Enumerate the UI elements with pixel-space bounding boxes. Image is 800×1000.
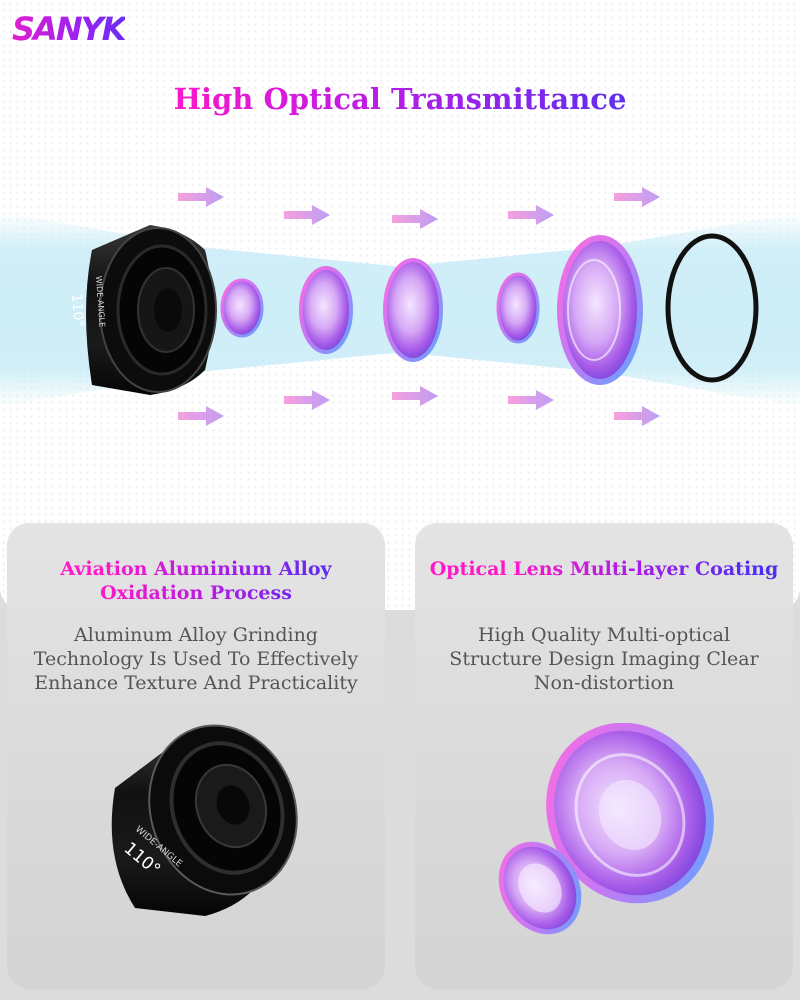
arrow-right-icon (392, 209, 438, 229)
feature-card-aluminium: Aviation Aluminium Alloy Oxidation Proce… (7, 523, 385, 989)
sealing-ring (665, 233, 759, 383)
arrow-right-icon (284, 205, 330, 225)
feature-title: Aviation Aluminium Alloy (7, 557, 385, 581)
feature-description: Aluminum Alloy Grinding (74, 624, 318, 646)
feature-description: Technology Is Used To Effectively (33, 648, 359, 670)
lens-barrel-image: WIDE-ANGLE 110° (111, 724, 298, 916)
arrow-right-icon (508, 205, 554, 225)
lens-marking-type: WIDE-ANGLE (94, 276, 107, 328)
lens-barrel: WIDE-ANGLE 110° (68, 225, 217, 395)
arrow-right-icon (392, 386, 438, 406)
arrow-right-icon (178, 187, 224, 207)
feature-card-coating: Optical Lens Multi-layer Coating High Qu… (415, 523, 793, 989)
feature-description: Structure Design Imaging Clear (449, 648, 759, 670)
lens-marking-angle: 110° (68, 293, 86, 328)
feature-description: Non-distortion (533, 672, 675, 694)
hero-panel: SANYK High Optical Transmittance WIDE-AN… (0, 0, 800, 610)
arrow-right-icon (508, 390, 554, 410)
arrow-right-icon (614, 187, 660, 207)
arrow-right-icon (284, 390, 330, 410)
feature-title: Oxidation Process (7, 581, 385, 605)
coated-lens-image (498, 723, 714, 935)
lens-exploded-diagram: WIDE-ANGLE 110° (68, 225, 759, 395)
brand-logo: SANYK (12, 10, 127, 48)
lens-element (496, 272, 540, 344)
feature-description: High Quality Multi-optical (477, 624, 731, 646)
lens-element (299, 266, 353, 354)
hero-title: High Optical Transmittance (0, 82, 800, 116)
feature-description: Enhance Texture And Practicality (34, 672, 358, 694)
lens-element (383, 258, 443, 362)
arrow-right-icon (614, 406, 660, 426)
arrow-right-icon (178, 406, 224, 426)
lens-element (220, 278, 264, 338)
feature-title: Optical Lens Multi-layer Coating (415, 557, 793, 581)
lens-element (557, 235, 643, 385)
